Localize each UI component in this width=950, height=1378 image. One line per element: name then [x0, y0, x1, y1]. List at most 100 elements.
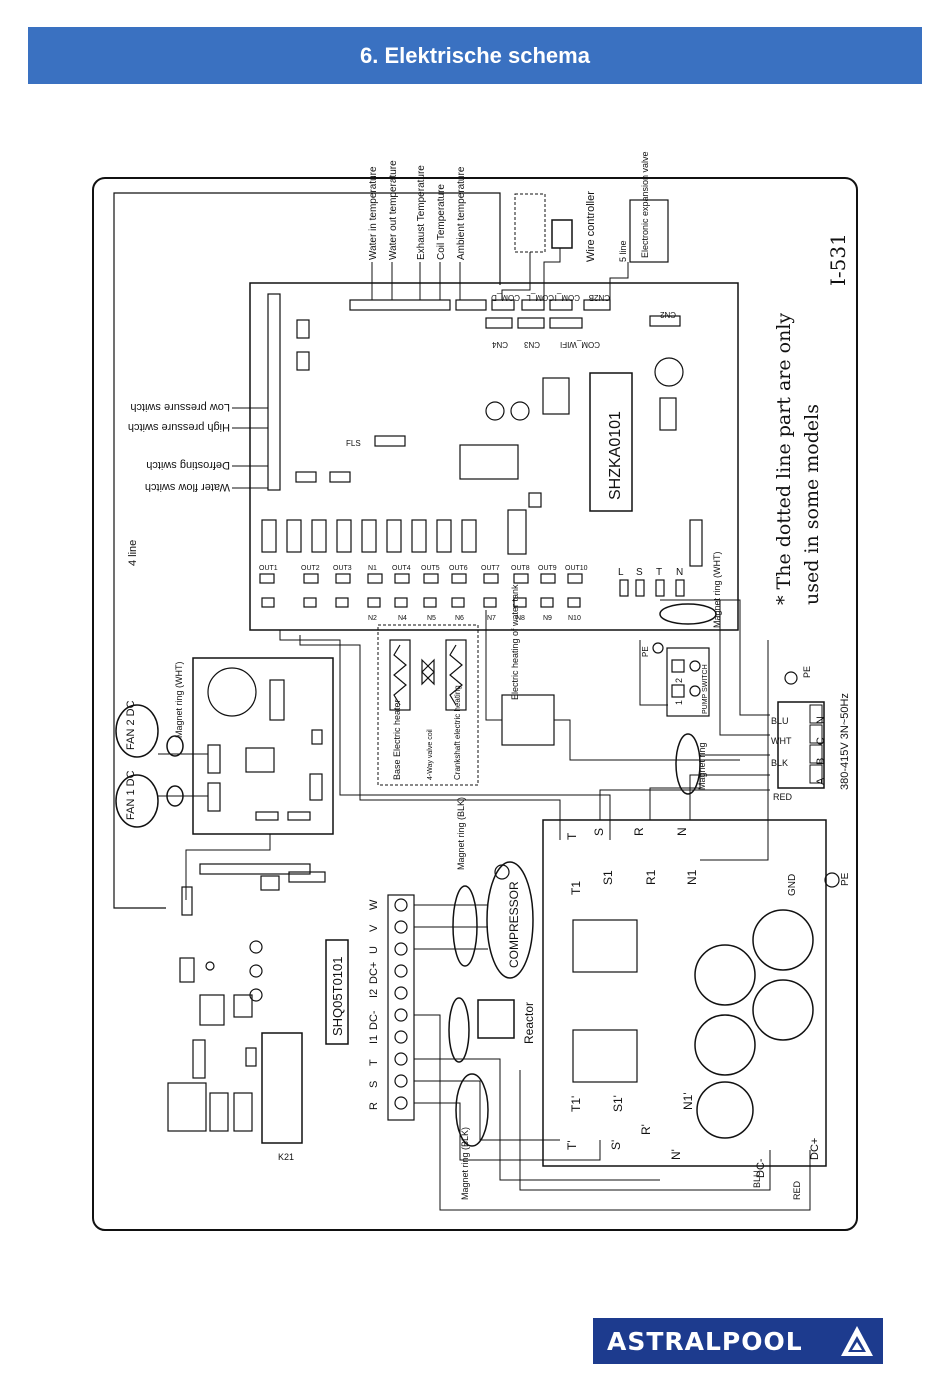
main-control-board [249, 282, 739, 631]
svg-text:COM_WIFI: COM_WIFI [560, 340, 600, 349]
neutral-label: N9 [543, 615, 552, 622]
board-capacitor [510, 401, 530, 421]
four-line-label: 4 line [127, 540, 139, 566]
svg-text:L: L [618, 567, 624, 578]
board-ic [659, 397, 677, 431]
sensor-label: Exhaust Temperature [416, 165, 427, 260]
fan2-icon [115, 704, 159, 758]
svg-text:T': T' [565, 1140, 579, 1150]
inverter-board-id: SHQ05T0101 [330, 957, 345, 1037]
svg-text:DC+: DC+ [368, 962, 380, 984]
load-labels: Base Electric heater 4-Way valve coil Cr… [392, 584, 520, 780]
compressor-wires [414, 904, 488, 950]
power-terminal-letters: A B C N [815, 716, 827, 785]
svg-text:BLU: BLU [752, 1170, 762, 1188]
power-wiring [279, 599, 770, 861]
wifi-module-dashed [514, 193, 546, 253]
controller-wires [501, 248, 629, 300]
power-terminal-block [777, 701, 825, 789]
output-connectors [259, 573, 583, 608]
port-labels: COM_D COM_L COM_I CN2B COM_WIFI CN3 CN4 … [491, 293, 676, 349]
switch-label: Water flow switch [145, 481, 230, 493]
neutral-label: N2 [368, 615, 377, 622]
switch-label: Low pressure switch [130, 401, 230, 413]
base-heater-label: Base Electric heater [392, 699, 402, 780]
switch-leads [232, 407, 268, 489]
svg-text:U: U [368, 946, 380, 954]
ground-icon [494, 864, 510, 880]
svg-text:B: B [815, 758, 827, 765]
pump-terminal-2: 2 [674, 678, 684, 683]
ground-icon [784, 671, 798, 685]
svg-text:I1: I1 [368, 1035, 380, 1044]
svg-text:CN2B: CN2B [589, 293, 610, 302]
neutral-label: N6 [455, 615, 464, 622]
astralpool-logo: ASTRALPOOL [593, 1318, 883, 1364]
filter-board [542, 819, 827, 1167]
out-label: OUT4 [392, 565, 411, 572]
board-ic [542, 377, 570, 415]
main-board-chip [589, 372, 633, 512]
logo-mark-icon [841, 1326, 873, 1356]
svg-text:N1': N1' [681, 1092, 695, 1110]
out-label: OUT2 [301, 565, 320, 572]
board-power-labels: L S T N [618, 567, 683, 578]
reactor-magnet-ring [448, 997, 470, 1063]
svg-text:DC-: DC- [368, 1010, 380, 1030]
misc-components [167, 863, 326, 1132]
power-spec-label: 380-415V 3N~50Hz [839, 693, 851, 790]
inverter-input-wires [414, 1014, 811, 1211]
svg-text:CN3: CN3 [523, 340, 540, 349]
out-label: OUT10 [565, 565, 588, 572]
pe-label: PE [802, 666, 812, 678]
svg-text:CN2: CN2 [659, 310, 676, 319]
model-id: I-531 [826, 233, 850, 286]
wire-controller-box [551, 219, 573, 249]
svg-text:T: T [656, 567, 662, 578]
fan2-magnet-ring [166, 735, 184, 757]
four-line-wire [113, 192, 501, 909]
out-label: OUT1 [259, 565, 278, 572]
main-board-id: SHZKA0101 [607, 411, 624, 500]
fan-board-connectors [207, 679, 323, 821]
fan1-icon [115, 774, 159, 828]
expansion-valve-box [629, 199, 669, 263]
board-power-terminals [619, 579, 685, 597]
pump-switch-label: PUMP SWITCH [702, 664, 709, 714]
svg-text:R: R [368, 1102, 380, 1110]
svg-text:RED: RED [773, 792, 793, 802]
compressor-icon [486, 861, 534, 979]
svg-text:N: N [676, 567, 683, 578]
note-line1: * The dotted line part are only [773, 313, 795, 605]
svg-text:W: W [368, 899, 380, 910]
compressor-magnet-ring [452, 885, 478, 967]
svg-text:N1: N1 [685, 869, 699, 885]
out-label: OUT6 [449, 565, 468, 572]
svg-text:T1: T1 [569, 881, 583, 895]
sensor-label: Water in temperature [368, 166, 379, 260]
magnet-ring-wht-top [659, 603, 717, 625]
svg-text:BLU: BLU [771, 716, 789, 726]
switch-label: Defrosting switch [146, 459, 230, 471]
fan2-label: FAN 2 DC [125, 700, 137, 750]
board-ic [459, 444, 519, 480]
pump-terminal-1: 1 [674, 700, 684, 705]
svg-text:T1': T1' [569, 1096, 583, 1112]
magnet-ring-label: Magnet ring (WHT) [712, 551, 722, 628]
filter-capacitors [694, 909, 814, 1139]
compressor-magnet-label: Magnet ring (BLK) [456, 797, 466, 870]
svg-text:COM_D: COM_D [491, 293, 520, 302]
svg-text:C: C [815, 737, 827, 745]
svg-text:I2: I2 [368, 989, 380, 998]
reactor-label: Reactor [522, 1002, 536, 1044]
ground-icon [652, 642, 664, 654]
tank-heater-contactor [501, 694, 555, 746]
expansion-valve-label: Electronic expansion valve [640, 151, 650, 258]
svg-text:R: R [632, 827, 646, 836]
out-label: OUT8 [511, 565, 530, 572]
magnet-ring-label: Magnet ring [697, 742, 707, 790]
compressor-label: COMPRESSOR [507, 881, 521, 968]
neutral-label: N8 [516, 615, 525, 622]
logo-text: ASTRALPOOL [607, 1326, 803, 1356]
neutral-label: N7 [487, 615, 496, 622]
